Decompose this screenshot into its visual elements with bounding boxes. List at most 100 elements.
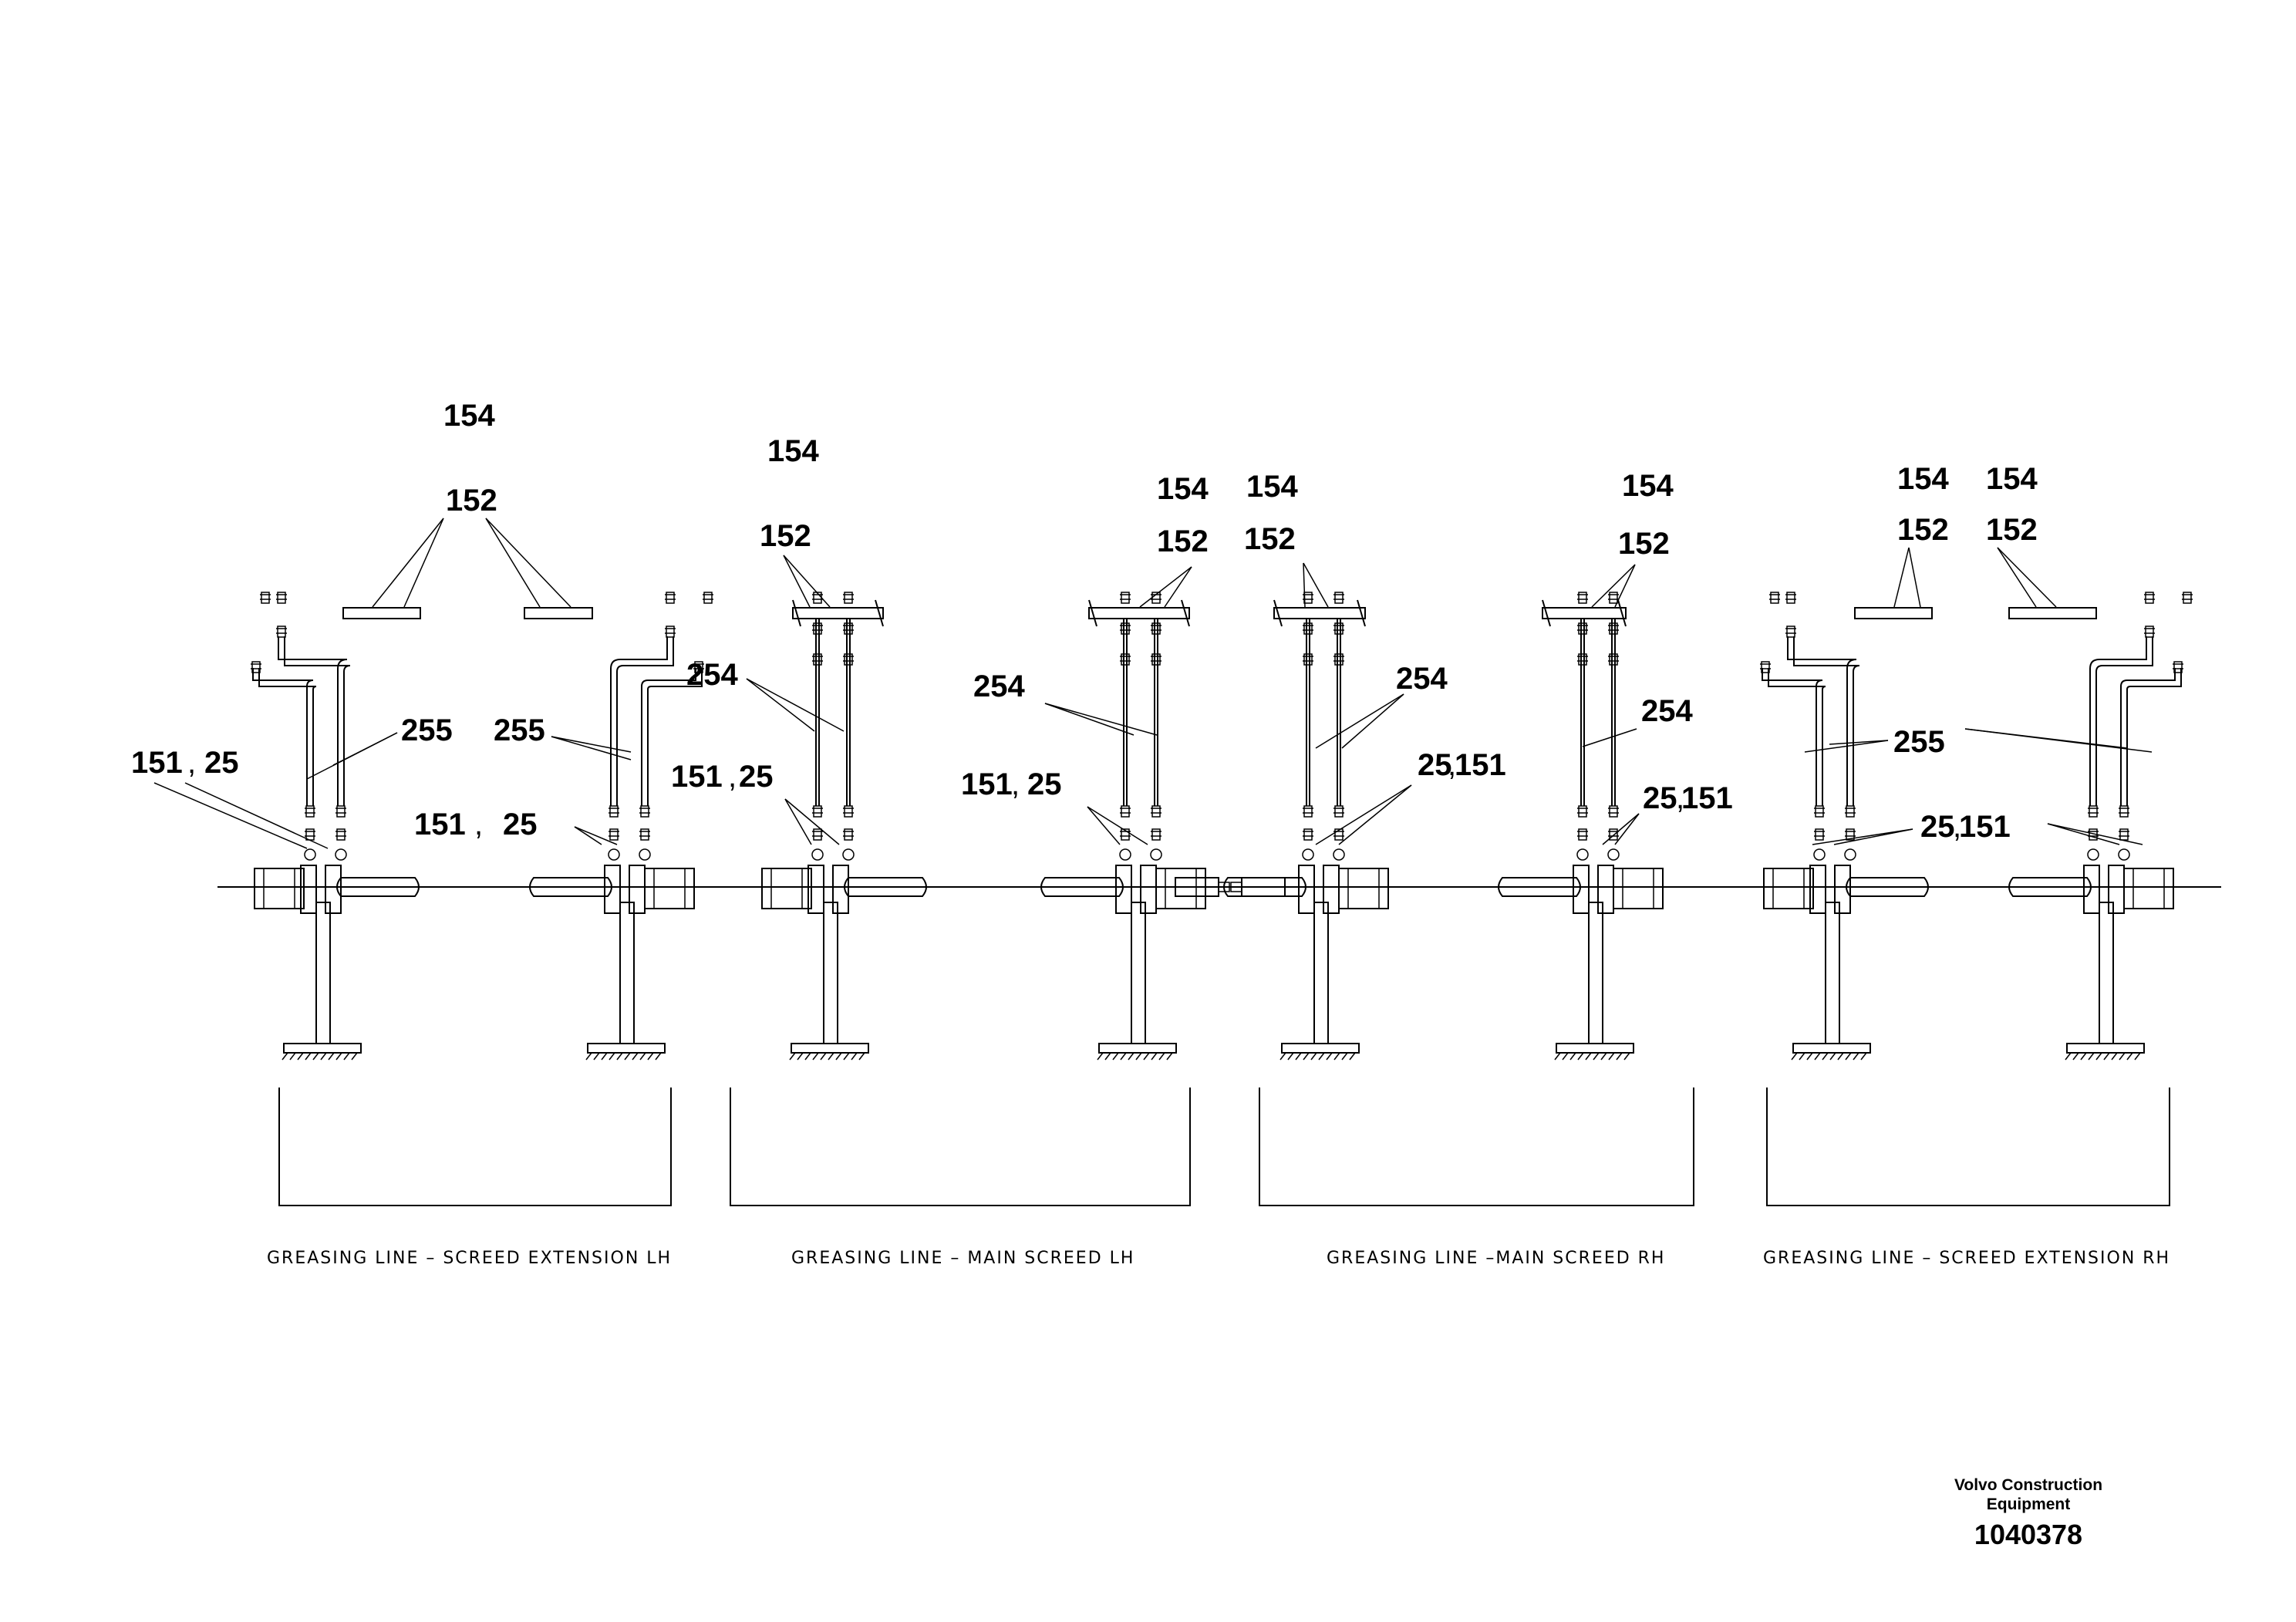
grease-nipple xyxy=(1815,828,1824,841)
leader-line xyxy=(1087,806,1148,845)
ground-hatch xyxy=(282,1052,288,1061)
ground-hatch xyxy=(2072,1052,2079,1061)
leader-line xyxy=(1303,562,1306,608)
grease-nipple xyxy=(1303,622,1313,635)
callout-label: 154 xyxy=(1246,470,1298,504)
grease-nipple xyxy=(2145,592,2154,604)
bearing-hub xyxy=(1613,868,1664,909)
shaft-tube xyxy=(1223,877,1306,897)
ground-hatch xyxy=(1143,1052,1150,1061)
grease-nipple xyxy=(1846,828,1855,841)
grease-nipple xyxy=(844,805,853,818)
grease-nipple xyxy=(694,661,703,673)
callout-label: 25 xyxy=(1920,810,1955,844)
ground-hatch xyxy=(812,1052,819,1061)
grease-nipple xyxy=(1303,828,1313,841)
callout-label: 25 xyxy=(1643,781,1677,815)
grease-nipple xyxy=(1609,592,1618,604)
ground-hatch xyxy=(1837,1052,1844,1061)
leader-line xyxy=(551,736,632,760)
callout-label: 255 xyxy=(401,713,453,747)
leader-line xyxy=(1303,562,1329,608)
callout-label: 25 xyxy=(739,760,774,794)
grease-nipple xyxy=(1121,828,1130,841)
callout-label: 154 xyxy=(1622,469,1674,503)
ground-hatch xyxy=(1569,1052,1576,1061)
ground-hatch xyxy=(601,1052,608,1061)
grease-nipple xyxy=(1815,805,1824,818)
callout-label: 25 xyxy=(1418,748,1452,782)
flange-plate xyxy=(832,865,849,914)
section-label-screed-extension-lh: GREASING LINE – SCREED EXTENSION LH xyxy=(267,1249,672,1268)
leader-line xyxy=(1315,693,1404,749)
leader-line xyxy=(1315,784,1412,845)
ground-hatch xyxy=(2119,1052,2126,1061)
leader-line xyxy=(1044,703,1135,736)
grease-pipe xyxy=(258,668,317,806)
ground-hatch xyxy=(1128,1052,1135,1061)
callout-label: 254 xyxy=(1396,662,1448,696)
ground-hatch xyxy=(1318,1052,1325,1061)
ground-hatch xyxy=(655,1052,662,1061)
support-post xyxy=(619,902,635,1044)
ground-hatch xyxy=(639,1052,646,1061)
callout-label: 255 xyxy=(1893,725,1945,759)
flange-plate xyxy=(1298,865,1315,914)
support-post xyxy=(1131,902,1146,1044)
flange-plate xyxy=(1140,865,1157,914)
ground-hatch xyxy=(609,1052,615,1061)
callout-label: 154 xyxy=(1897,462,1949,496)
ground-hatch xyxy=(647,1052,654,1061)
leader-line xyxy=(746,678,815,732)
ground-hatch xyxy=(1593,1052,1600,1061)
grease-nipple xyxy=(1334,622,1344,635)
bearing-unit xyxy=(1223,592,1389,1061)
leader-line xyxy=(551,736,632,753)
shaft-tube xyxy=(1040,877,1124,897)
manifold-plate xyxy=(342,607,421,619)
grease-nipple xyxy=(1786,626,1795,638)
leader-line xyxy=(1164,566,1192,608)
bracket-main-screed-lh xyxy=(730,1088,1191,1206)
leader-line xyxy=(1812,828,1913,845)
ground-hatch xyxy=(843,1052,850,1061)
section-label-main-screed-lh: GREASING LINE – MAIN SCREED LH xyxy=(791,1249,1135,1268)
grease-nipple xyxy=(277,626,286,638)
leader-line xyxy=(1139,566,1192,608)
manifold-plate xyxy=(1273,607,1366,619)
ground-hatch xyxy=(1166,1052,1173,1061)
fitting-ball xyxy=(304,848,316,861)
leader-line xyxy=(1893,547,1910,608)
callout-label: 154 xyxy=(443,399,495,433)
ground-hatch xyxy=(593,1052,600,1061)
leader-line xyxy=(485,518,571,608)
coupling-pin xyxy=(1218,882,1230,892)
grease-nipple xyxy=(1609,622,1618,635)
ground-hatch xyxy=(1341,1052,1348,1061)
leader-line xyxy=(2047,823,2143,845)
grease-pipe xyxy=(610,636,668,806)
manifold-plate xyxy=(1854,607,1933,619)
grease-nipple xyxy=(1578,622,1587,635)
coupling-pin xyxy=(1230,882,1242,892)
grease-nipple xyxy=(1578,828,1587,841)
manifold-plate xyxy=(1088,607,1190,619)
leader-line xyxy=(1614,813,1640,845)
grease-nipple xyxy=(1151,622,1161,635)
flange-plate xyxy=(1573,865,1590,914)
shaft-tube xyxy=(1846,877,1929,897)
bearing-hub xyxy=(761,868,812,909)
grease-nipple xyxy=(1609,805,1618,818)
callout-label: 154 xyxy=(767,434,819,468)
leader-line xyxy=(372,518,444,608)
ground-hatch xyxy=(2088,1052,2095,1061)
bearing-unit xyxy=(1760,592,1933,1061)
leader-line xyxy=(1964,728,2153,753)
leader-line xyxy=(332,732,398,766)
callout-label: 254 xyxy=(686,658,738,692)
fitting-ball xyxy=(1576,848,1589,861)
ground-hatch xyxy=(858,1052,865,1061)
callout-label: 254 xyxy=(973,669,1025,703)
hub-ring xyxy=(2132,868,2165,909)
